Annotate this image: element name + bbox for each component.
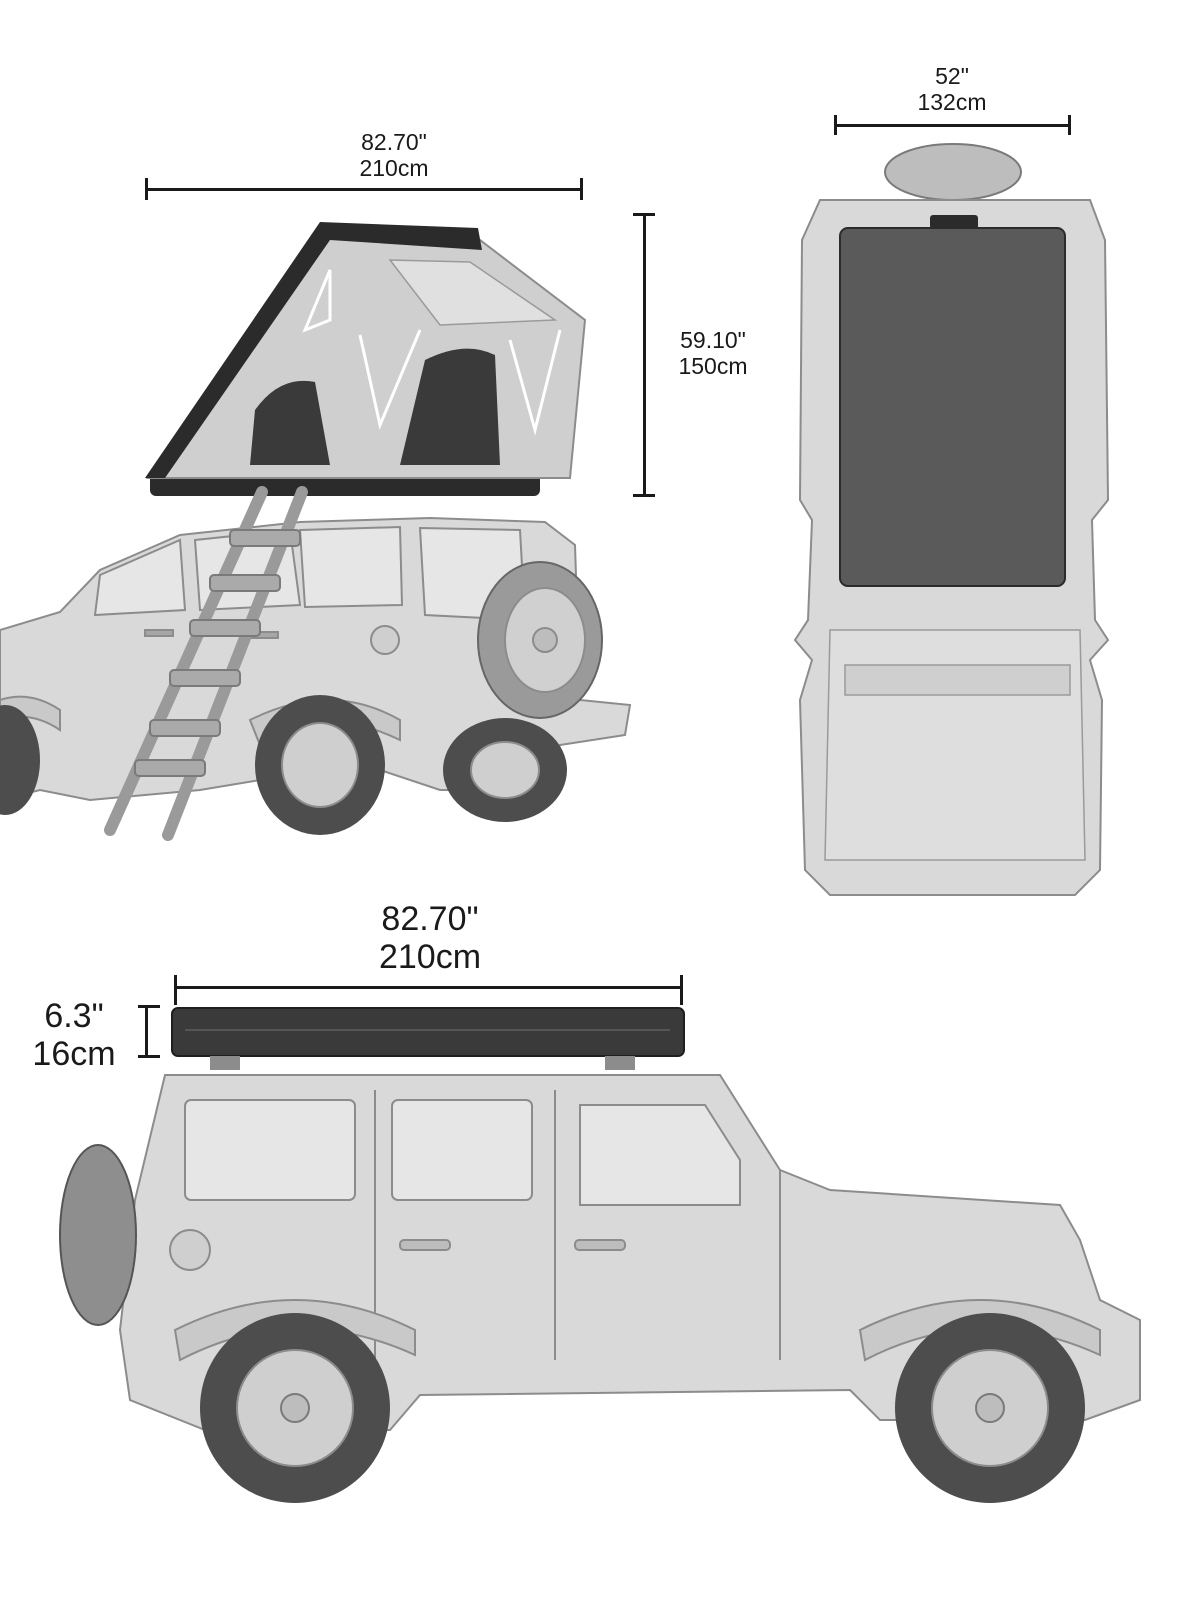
open-height-tick-bottom <box>633 494 655 497</box>
open-length-label: 82.70" 210cm <box>314 129 474 182</box>
spare-tire <box>477 561 603 719</box>
vehicle-wheels <box>0 695 567 835</box>
width-cm: 132cm <box>917 88 987 115</box>
open-height-cm: 150cm <box>678 352 748 379</box>
closed-height-label: 6.3" 16cm <box>14 997 134 1073</box>
open-height-line <box>643 214 646 496</box>
side-view <box>59 1007 1141 1503</box>
closed-height-inch: 6.3" <box>44 997 104 1035</box>
closed-length-inch: 82.70" <box>381 900 479 938</box>
open-length-inch: 82.70" <box>361 129 427 155</box>
closed-height-tick-top <box>138 1005 160 1008</box>
top-tent-panel <box>839 227 1066 587</box>
ladder-rungs <box>134 529 301 777</box>
side-spare-tire <box>59 1144 137 1326</box>
open-height-tick-top <box>633 213 655 216</box>
closed-tent <box>171 1007 685 1057</box>
closed-height-cm: 16cm <box>32 1035 116 1074</box>
width-tick-right <box>1068 115 1071 135</box>
open-height-inch: 59.10" <box>680 327 746 353</box>
side-wheels <box>200 1313 1085 1503</box>
vehicle-side <box>118 1074 1141 1431</box>
open-height-label: 59.10" 150cm <box>658 327 768 380</box>
top-view <box>793 143 1110 896</box>
open-length-tick-left <box>145 178 148 200</box>
width-line <box>835 124 1070 127</box>
open-tent-view <box>0 222 632 841</box>
open-length-line <box>146 188 582 191</box>
width-label: 52" 132cm <box>882 63 1022 116</box>
closed-length-line <box>175 986 683 989</box>
open-tent <box>145 222 587 479</box>
closed-length-cm: 210cm <box>378 938 482 977</box>
closed-height-tick-bottom <box>138 1055 160 1058</box>
open-length-tick-right <box>580 178 583 200</box>
top-spare-tire <box>884 143 1022 201</box>
closed-length-tick-left <box>174 975 177 1005</box>
open-length-cm: 210cm <box>359 154 429 181</box>
closed-length-label: 82.70" 210cm <box>330 900 530 976</box>
closed-length-tick-right <box>680 975 683 1005</box>
width-inch: 52" <box>935 63 969 89</box>
width-tick-left <box>834 115 837 135</box>
closed-height-line <box>145 1006 148 1058</box>
